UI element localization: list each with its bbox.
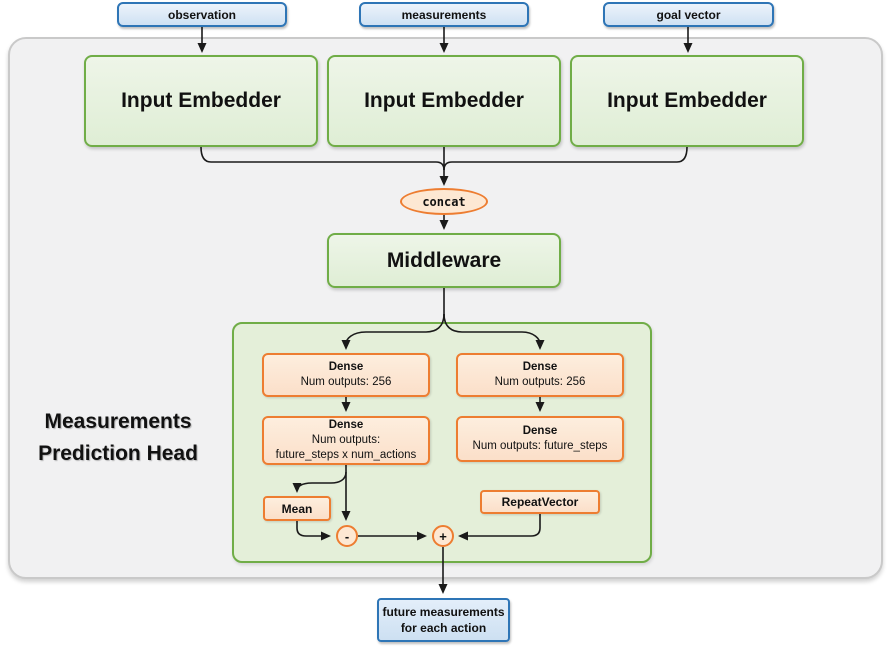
input-node-goal-vector: goal vector (603, 2, 774, 27)
mean-label: Mean (281, 501, 313, 516)
middleware-box: Middleware (327, 233, 561, 288)
dense-subtitle: Num outputs: 256 (494, 376, 586, 388)
add-op-node: + (432, 525, 454, 547)
dense-right-2: Dense Num outputs: future_steps (456, 416, 624, 462)
head-title-line2: Prediction Head (38, 442, 198, 465)
dense-left-1: Dense Num outputs: 256 (262, 353, 430, 397)
dense-subtitle2: future_steps x num_actions (275, 449, 417, 461)
dense-title: Dense (522, 425, 558, 437)
output-label-line2: for each action (400, 621, 487, 635)
mean-box: Mean (263, 496, 331, 521)
input-node-measurements: measurements (359, 2, 529, 27)
dense-title: Dense (328, 419, 364, 431)
input-embedder-label: Input Embedder (121, 89, 281, 112)
input-embedder-label: Input Embedder (364, 89, 524, 112)
repeat-vector-label: RepeatVector (501, 495, 579, 509)
output-label-line1: future measurements (382, 605, 505, 619)
dense-right-1: Dense Num outputs: 256 (456, 353, 624, 397)
dense-subtitle: Num outputs: 256 (300, 376, 392, 388)
concat-label: concat (422, 194, 466, 209)
connectors (197, 27, 693, 594)
input-embedder-box-3: Input Embedder (570, 55, 804, 147)
middleware-label: Middleware (386, 248, 502, 272)
dense-title: Dense (328, 361, 364, 373)
output-node-future-measurements: future measurements for each action (377, 598, 510, 642)
subtract-op-node: - (336, 525, 358, 547)
head-title-line1: Measurements (44, 410, 192, 433)
input-embedder-box-1: Input Embedder (84, 55, 318, 147)
subtract-op-label: - (344, 528, 350, 544)
dense-title: Dense (522, 361, 558, 373)
input-node-label: observation (167, 7, 236, 22)
input-node-label: measurements (401, 7, 487, 22)
dense-left-2: Dense Num outputs: future_steps x num_ac… (262, 416, 430, 465)
dense-subtitle: Num outputs: (311, 434, 381, 446)
measurements-prediction-head-title: Measurements Prediction Head (18, 406, 218, 470)
input-embedder-label: Input Embedder (607, 89, 767, 112)
add-op-label: + (439, 528, 447, 544)
input-embedder-box-2: Input Embedder (327, 55, 561, 147)
concat-node: concat (400, 188, 488, 215)
repeat-vector-box: RepeatVector (480, 490, 600, 514)
dense-subtitle: Num outputs: future_steps (472, 440, 608, 452)
input-node-label: goal vector (656, 7, 721, 22)
input-node-observation: observation (117, 2, 287, 27)
